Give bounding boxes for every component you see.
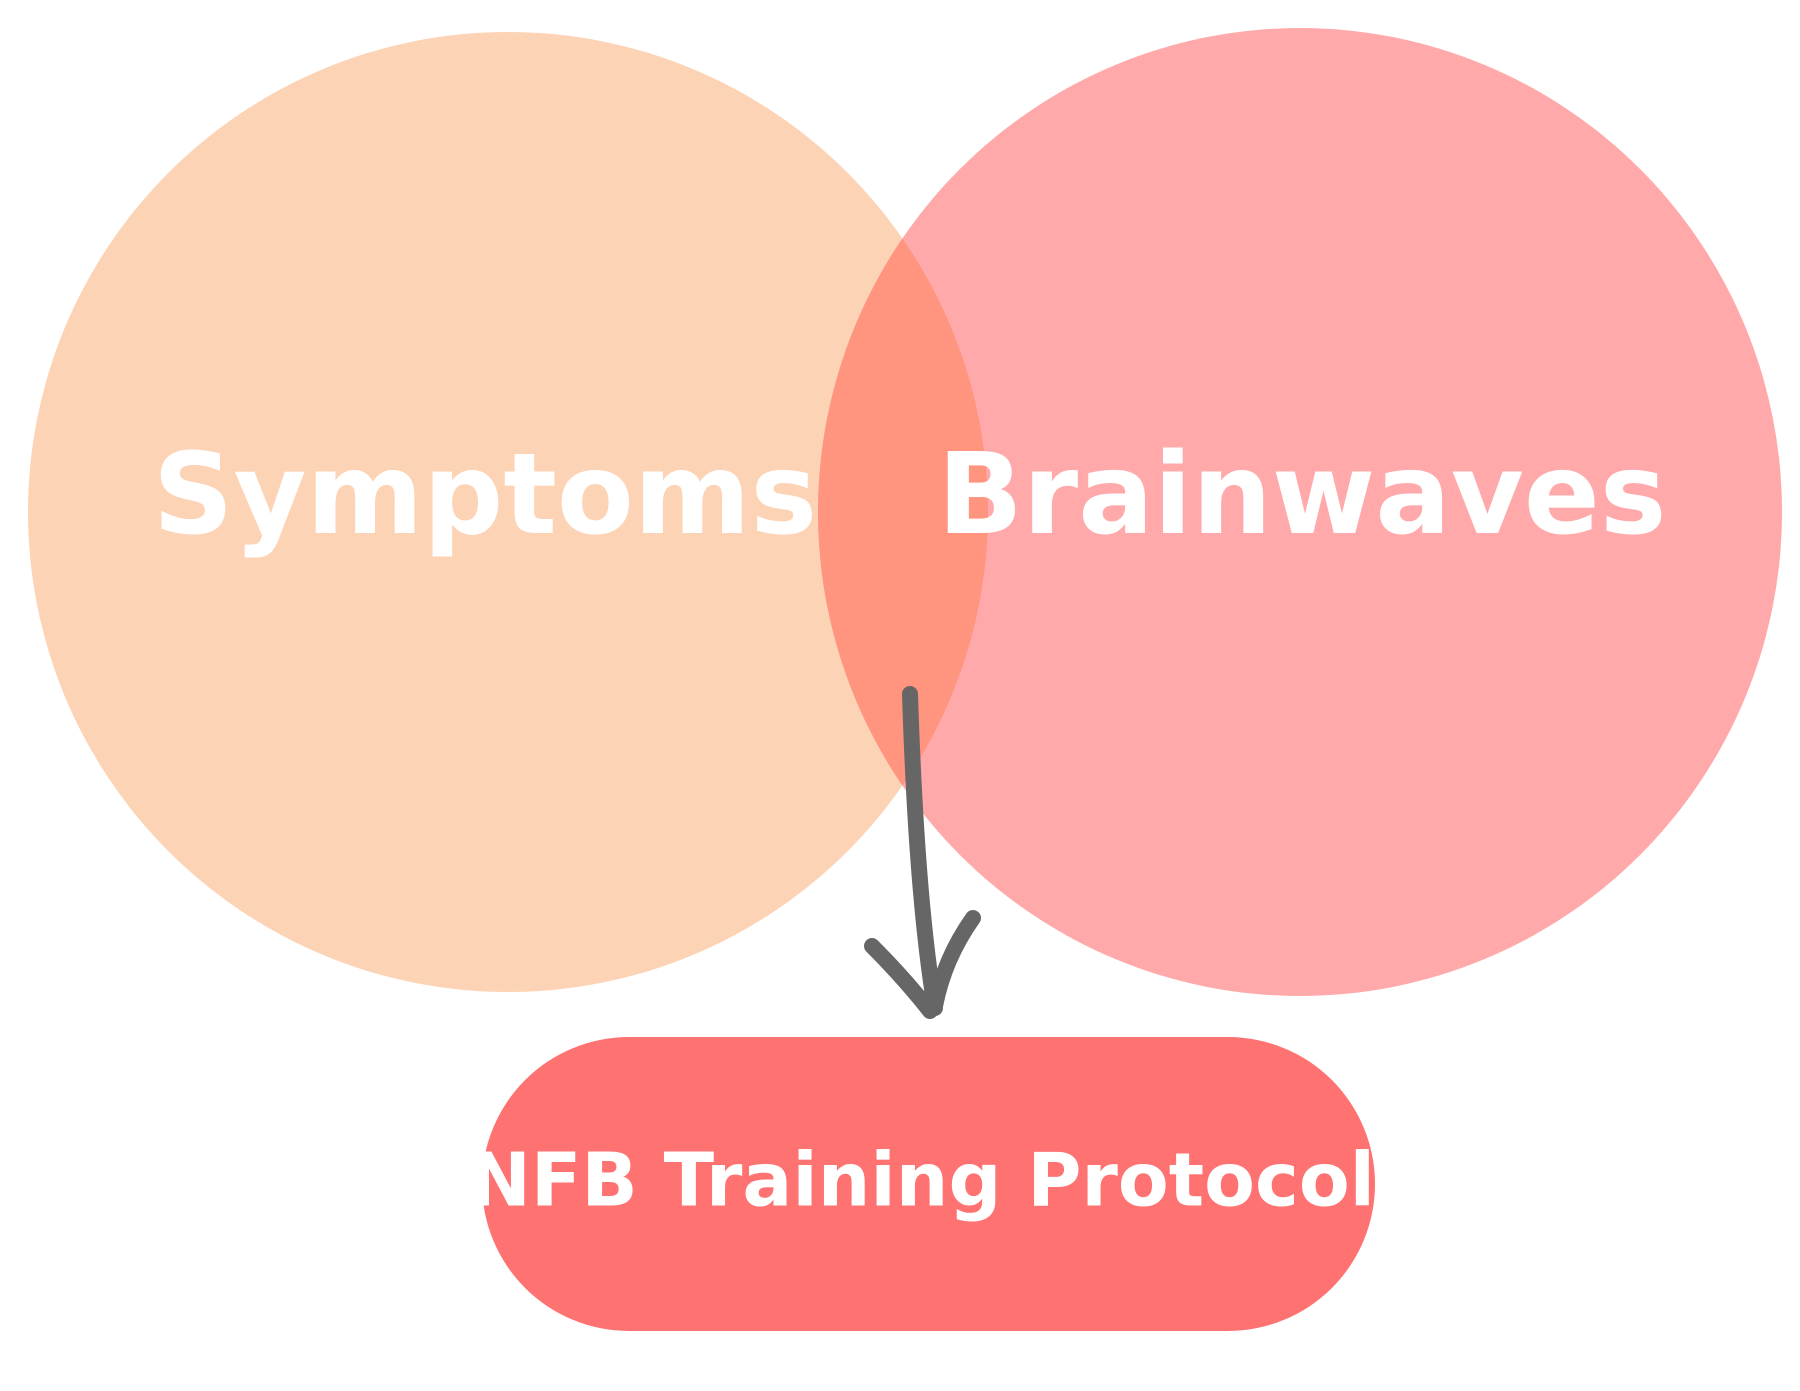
symptoms-circle <box>28 32 988 992</box>
down-arrow-icon <box>864 686 981 1019</box>
outcome-label: NFB Training Protocol <box>469 1138 1375 1224</box>
symptoms-label: Symptoms <box>153 430 817 560</box>
outcome-pill <box>482 1037 1375 1331</box>
brainwaves-label: Brainwaves <box>938 430 1667 560</box>
brainwaves-circle <box>818 28 1782 996</box>
